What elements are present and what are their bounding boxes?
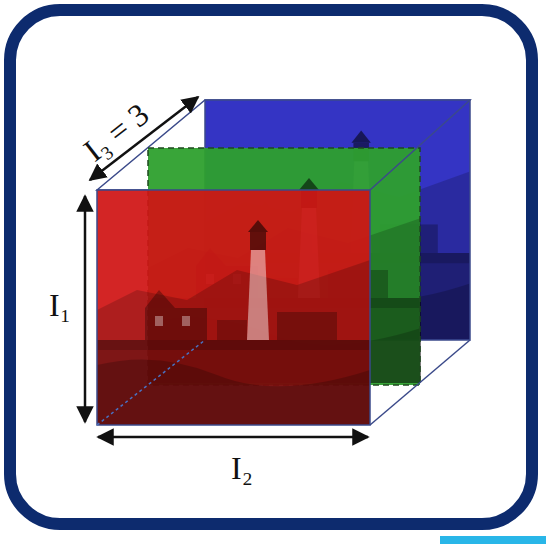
dimension-label: I₂ — [231, 452, 253, 484]
dimension-label: I₁ — [49, 289, 71, 321]
